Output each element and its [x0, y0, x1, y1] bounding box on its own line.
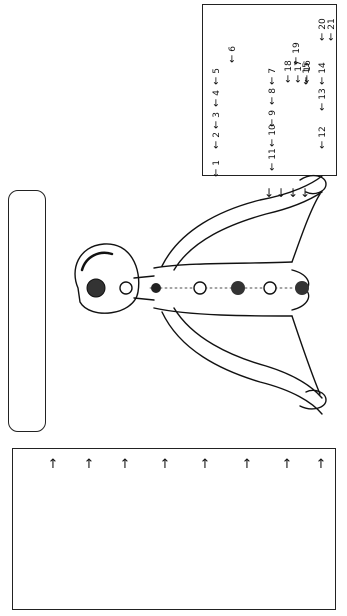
hand-top [300, 176, 326, 194]
left-arrow-icon: ← [317, 141, 328, 149]
point-number: 11 [268, 148, 278, 159]
numbered-points-panel: ← 20 ← 21 ← 19 ← 18 ← 17 ← 16 ← 15 ← 14 … [202, 4, 337, 176]
up-arrow-icon: ↑ [45, 457, 61, 473]
chakra-entry: ↑ [275, 457, 299, 603]
point-13: ← 13 [317, 79, 329, 111]
point-number: 13 [318, 88, 328, 99]
point-number: 21 [327, 18, 337, 29]
chakra-list-panel: ↑ ↑ ↑ ↑ ↑ ↑ ↑ ↑ [12, 448, 336, 610]
head-outline [75, 244, 139, 313]
seated-figure [30, 170, 330, 442]
point-11: ← 11 [267, 139, 279, 171]
point-number: 6 [228, 46, 238, 52]
chakra-points [87, 279, 309, 297]
hair [82, 253, 112, 270]
up-arrow-icon: ↑ [157, 457, 173, 473]
upper-arm-bottom [162, 312, 322, 414]
chakra-entry: ↑ [309, 457, 333, 603]
point-number: 2 [212, 132, 222, 138]
up-arrow-icon: ↑ [197, 457, 213, 473]
point-number: 4 [212, 90, 222, 96]
chakra-label [158, 476, 172, 600]
left-arrow-icon: ← [317, 103, 328, 111]
up-arrow-icon: ↑ [279, 457, 295, 473]
left-arrow-icon: ← [301, 77, 312, 85]
point-number: 5 [212, 68, 222, 74]
chakra-point-solar-plexus [231, 281, 245, 295]
left-arrow-icon: ← [326, 33, 337, 41]
chakra-point-brow [120, 282, 132, 294]
chakra-entry: ↑ [193, 457, 217, 603]
point-number: 14 [318, 62, 328, 73]
upper-arm-bottom-inner [174, 308, 322, 398]
chakra-label [118, 476, 132, 600]
chakra-label [314, 476, 328, 600]
point-6: ← 6 [227, 31, 239, 63]
leg-bottom [292, 316, 320, 394]
chakra-label [46, 476, 60, 600]
up-arrow-icon: ↑ [117, 457, 133, 473]
up-arrow-icon: ↑ [81, 457, 97, 473]
point-number: 12 [318, 126, 328, 137]
chakra-entry: ↑ [235, 457, 259, 603]
chakra-entry: ↑ [77, 457, 101, 603]
chakra-label [82, 476, 96, 600]
up-arrow-icon: ↑ [313, 457, 329, 473]
left-arrow-icon: ← [227, 55, 238, 63]
point-number: 8 [268, 88, 278, 94]
point-12: ← 12 [317, 117, 329, 149]
chakra-point-sacral [264, 282, 276, 294]
chakra-point-crown [87, 279, 105, 297]
chakra-point-throat [151, 283, 161, 293]
up-arrow-icon: ↑ [239, 457, 255, 473]
chakra-point-heart [194, 282, 206, 294]
chakra-label [198, 476, 212, 600]
point-15: ← 15 [301, 53, 313, 85]
chakra-point-root [295, 281, 309, 295]
chakra-entry: ↑ [113, 457, 137, 603]
point-number: 10 [268, 124, 278, 135]
chakra-entry: ↑ [41, 457, 65, 603]
point-number: 15 [302, 62, 312, 73]
chakra-entry: ↑ [153, 457, 177, 603]
point-number: 1 [212, 160, 222, 166]
chakra-label [240, 476, 254, 600]
leg-top [292, 194, 320, 262]
point-21: ← 21 [326, 9, 338, 41]
chakra-label [280, 476, 294, 600]
